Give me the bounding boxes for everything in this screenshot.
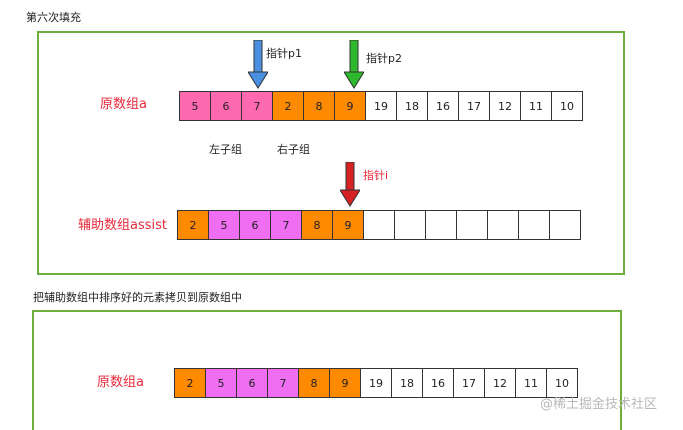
array-cell: 8 <box>303 91 335 121</box>
pointer-p1-label: 指针p1 <box>266 47 302 60</box>
watermark: @稀土掘金技术社区 <box>540 397 658 412</box>
array-cell: 11 <box>515 368 547 398</box>
pointer-p1-arrow <box>248 40 268 89</box>
array-cell: 17 <box>453 368 485 398</box>
array-cell: 7 <box>270 210 302 240</box>
array-cell: 19 <box>360 368 392 398</box>
section-title-step6: 第六次填充 <box>26 11 81 24</box>
original-array-label: 原数组a <box>100 97 147 112</box>
array-cell: 8 <box>301 210 333 240</box>
step6-frame <box>37 31 625 275</box>
array-cell: 12 <box>484 368 516 398</box>
array-cell: 7 <box>267 368 299 398</box>
array-cell: 17 <box>458 91 490 121</box>
array-cell: 12 <box>489 91 521 121</box>
array-cell: 9 <box>329 368 361 398</box>
array-cell: 10 <box>551 91 583 121</box>
array-cell: 10 <box>546 368 578 398</box>
copy-back-frame <box>32 310 622 430</box>
array-cell: 5 <box>205 368 237 398</box>
array-cell: 6 <box>239 210 271 240</box>
section-title-copy-back: 把辅助数组中排序好的元素拷贝到原数组中 <box>33 291 242 304</box>
array-cell <box>549 210 581 240</box>
array-cell: 9 <box>334 91 366 121</box>
assist-array-label: 辅助数组assist <box>78 218 167 233</box>
array-cell <box>456 210 488 240</box>
array-cell: 11 <box>520 91 552 121</box>
pointer-p2-arrow <box>344 40 364 89</box>
array-cell: 18 <box>396 91 428 121</box>
array-cell: 18 <box>391 368 423 398</box>
array-cell: 19 <box>365 91 397 121</box>
array-cell <box>425 210 457 240</box>
array-cell: 16 <box>427 91 459 121</box>
array-cell: 7 <box>241 91 273 121</box>
array-cell: 8 <box>298 368 330 398</box>
array-cell: 6 <box>210 91 242 121</box>
pointer-p2-label: 指针p2 <box>366 52 402 65</box>
array-cell: 2 <box>174 368 206 398</box>
result-array-label: 原数组a <box>97 375 144 390</box>
array-cell <box>394 210 426 240</box>
array-cell: 6 <box>236 368 268 398</box>
pointer-i-arrow <box>340 162 360 207</box>
array-cell: 9 <box>332 210 364 240</box>
array-cell: 5 <box>179 91 211 121</box>
array-cell <box>487 210 519 240</box>
array-cell <box>518 210 550 240</box>
array-cell: 16 <box>422 368 454 398</box>
array-cell <box>363 210 395 240</box>
left-subgroup-label: 左子组 <box>209 143 242 156</box>
array-cell: 2 <box>272 91 304 121</box>
pointer-i-label: 指针i <box>363 169 389 182</box>
array-cell: 2 <box>177 210 209 240</box>
right-subgroup-label: 右子组 <box>277 143 310 156</box>
array-cell: 5 <box>208 210 240 240</box>
